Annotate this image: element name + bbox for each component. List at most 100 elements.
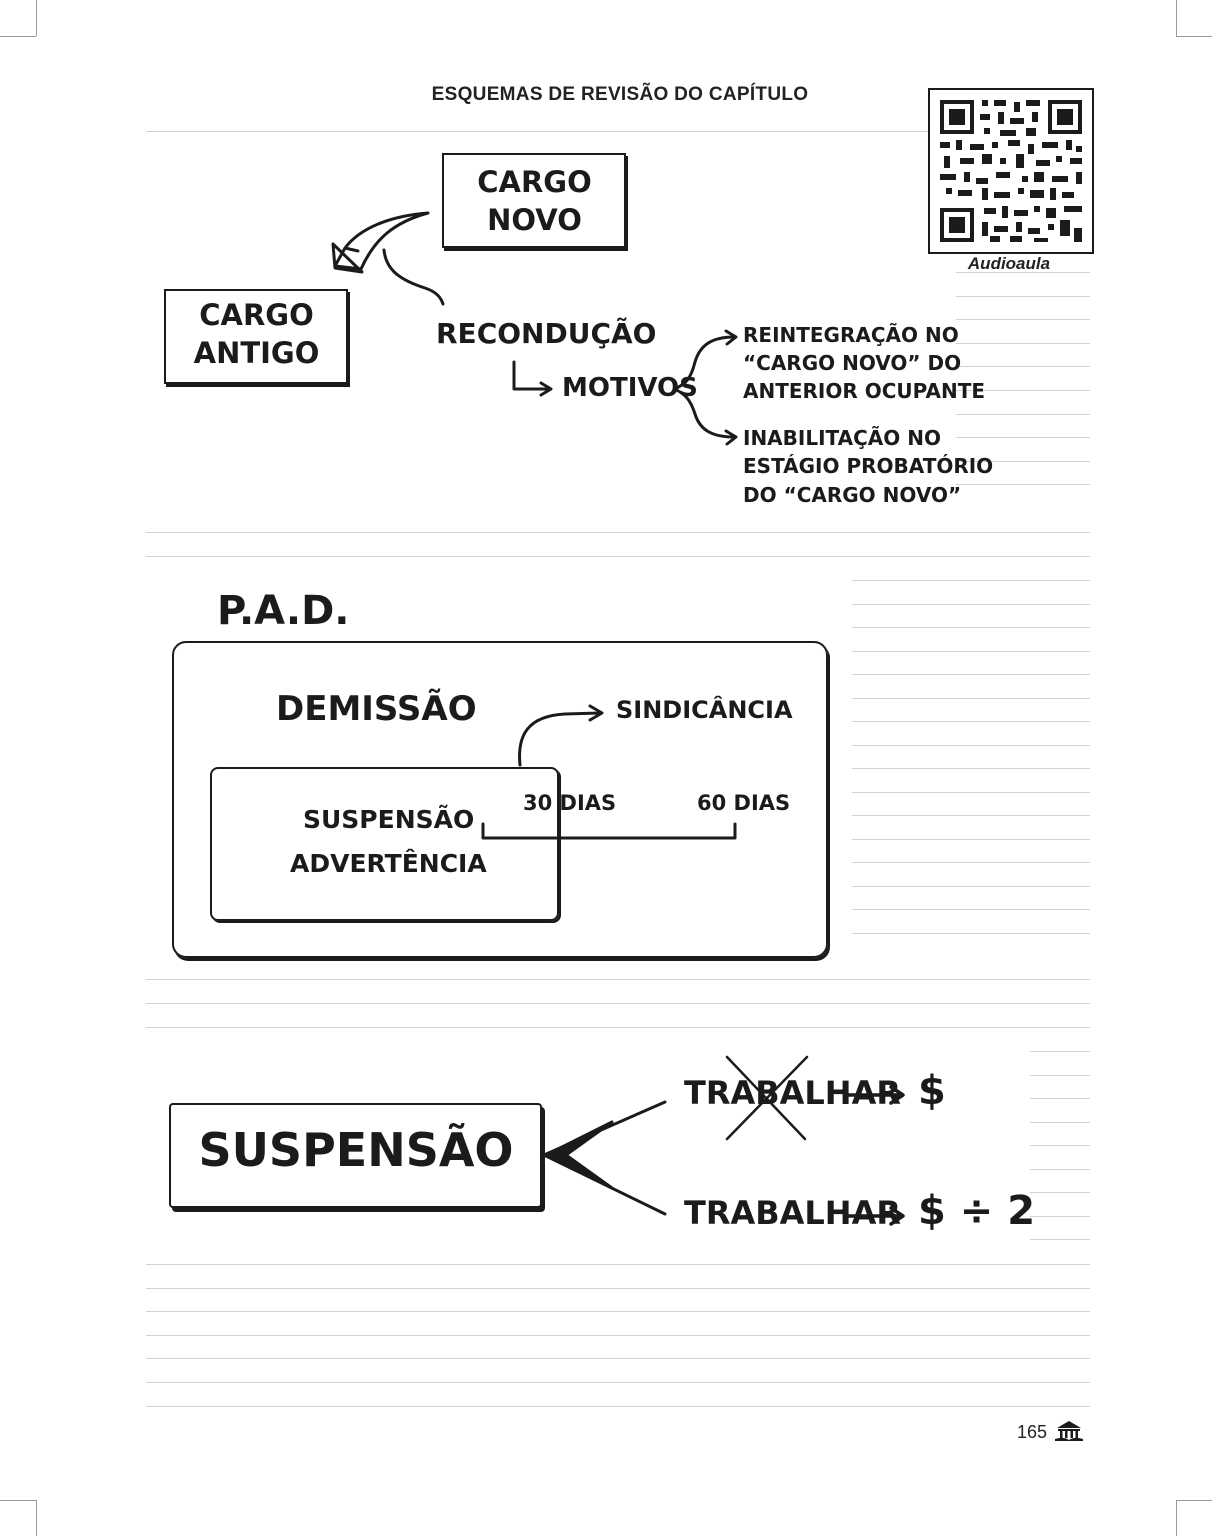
- brace-arrow-2: [724, 429, 738, 446]
- result-money-half-label: $ ÷ 2: [918, 1188, 1036, 1234]
- ruled-line: [852, 886, 1090, 887]
- arrow-to-money-1: [846, 1085, 905, 1105]
- pad-inner-box: [210, 767, 559, 921]
- crop-mark: [1176, 1500, 1212, 1501]
- ruled-line: [956, 437, 1090, 438]
- brace-arrow-1: [724, 329, 738, 346]
- ruled-line: [956, 343, 1090, 344]
- ruled-line: [1030, 1075, 1090, 1076]
- qr-code[interactable]: [928, 88, 1094, 254]
- trabalhar-label: TRABALHAR: [684, 1194, 901, 1232]
- ruled-line: [852, 839, 1090, 840]
- cargo-novo-line-1: CARGO: [477, 165, 592, 199]
- ruled-line: [1030, 1169, 1090, 1170]
- sindicancia-label: SINDICÂNCIA: [616, 696, 793, 724]
- ruled-line: [852, 651, 1090, 652]
- ruled-line: [852, 933, 1090, 934]
- suspensao-main-label: SUSPENSÃO: [198, 1123, 514, 1177]
- ruled-line: [146, 1406, 1090, 1407]
- sindicancia-arrow-head: [588, 704, 604, 722]
- crop-mark: [1176, 1500, 1177, 1536]
- crop-mark: [1176, 36, 1212, 37]
- header-rule: [146, 131, 928, 132]
- reconducao-label: RECONDUÇÃO: [436, 317, 657, 350]
- ruled-line: [852, 792, 1090, 793]
- motivos-arrow-head: [539, 381, 553, 397]
- motivo-1-line-1: REINTEGRAÇÃO NO: [743, 323, 959, 347]
- publisher-logo-icon: [1055, 1421, 1083, 1441]
- dias-30-label: 30 DIAS: [523, 791, 617, 815]
- ruled-line: [852, 627, 1090, 628]
- ruled-line: [146, 1358, 1090, 1359]
- dias-60-label: 60 DIAS: [697, 791, 791, 815]
- crop-mark: [36, 0, 37, 36]
- branch-fill: [544, 1120, 614, 1190]
- ruled-line: [146, 1264, 1090, 1265]
- ruled-line: [956, 296, 1090, 297]
- motivo-1-line-2: “CARGO NOVO” DO: [743, 351, 962, 375]
- ruled-line: [852, 604, 1090, 605]
- ruled-line: [1030, 1192, 1090, 1193]
- reconducao-connector: [382, 248, 445, 306]
- ruled-line: [1030, 1098, 1090, 1099]
- ruled-line: [146, 1003, 1090, 1004]
- sindicancia-arrow: [518, 711, 602, 767]
- ruled-line: [956, 461, 1090, 462]
- page-number: 165: [1017, 1422, 1048, 1442]
- trabalhar-crossed-label: TRABALHAR: [684, 1074, 901, 1112]
- ruled-line: [852, 768, 1090, 769]
- cargo-antigo-box: [164, 289, 348, 384]
- crop-mark: [0, 36, 36, 37]
- ruled-line: [956, 484, 1090, 485]
- ruled-line: [852, 580, 1090, 581]
- qr-caption: Audioaula: [967, 254, 1051, 273]
- ruled-line: [956, 366, 1090, 367]
- ruled-line: [956, 272, 1090, 273]
- qr-code-image: [940, 100, 1082, 242]
- ruled-line: [852, 674, 1090, 675]
- ruled-line: [146, 979, 1090, 980]
- suspensao-box: [169, 1103, 542, 1208]
- ruled-line: [956, 390, 1090, 391]
- suspensao-pad-label: SUSPENSÃO: [303, 805, 475, 834]
- ruled-line: [852, 862, 1090, 863]
- page-header-title: ESQUEMAS DE REVISÃO DO CAPÍTULO: [431, 84, 809, 105]
- cargo-antigo-line-2: ANTIGO: [193, 336, 320, 370]
- ruled-line: [852, 745, 1090, 746]
- dias-bracket: [481, 822, 737, 840]
- motivo-2-line-2: ESTÁGIO PROBATÓRIO: [743, 454, 994, 478]
- motivos-brace: [673, 335, 736, 439]
- crop-mark: [36, 1500, 37, 1536]
- ruled-line: [1030, 1216, 1090, 1217]
- result-money-label: $: [918, 1068, 946, 1114]
- ruled-line: [146, 532, 1090, 533]
- motivo-1-line-3: ANTERIOR OCUPANTE: [743, 379, 985, 403]
- cargo-antigo-line-1: CARGO: [199, 298, 314, 332]
- motivo-2-line-1: INABILITAÇÃO NO: [743, 426, 941, 450]
- ruled-line: [146, 1335, 1090, 1336]
- pad-title: P.A.D.: [217, 588, 350, 634]
- ruled-line: [956, 414, 1090, 415]
- ruled-line: [146, 1027, 1090, 1028]
- ruled-line: [1030, 1122, 1090, 1123]
- ruled-line: [852, 909, 1090, 910]
- ruled-line: [1030, 1051, 1090, 1052]
- advertencia-label: ADVERTÊNCIA: [290, 849, 487, 878]
- ruled-line: [1030, 1239, 1090, 1240]
- cross-out-mark: [725, 1055, 809, 1141]
- ruled-line: [146, 556, 1090, 557]
- motivo-2-line-3: DO “CARGO NOVO”: [743, 483, 962, 507]
- ruled-line: [146, 1311, 1090, 1312]
- cargo-novo-line-2: NOVO: [487, 203, 582, 237]
- cargo-novo-box: [442, 153, 626, 248]
- motivos-connector: [512, 360, 552, 391]
- demissao-label: DEMISSÃO: [276, 689, 477, 729]
- cargo-arrow-head: [331, 242, 364, 274]
- arrow-to-money-2: [846, 1206, 905, 1226]
- crop-mark: [0, 1500, 36, 1501]
- ruled-line: [852, 815, 1090, 816]
- pad-outer-box: [172, 641, 828, 958]
- ruled-line: [852, 698, 1090, 699]
- crop-mark: [1176, 0, 1177, 36]
